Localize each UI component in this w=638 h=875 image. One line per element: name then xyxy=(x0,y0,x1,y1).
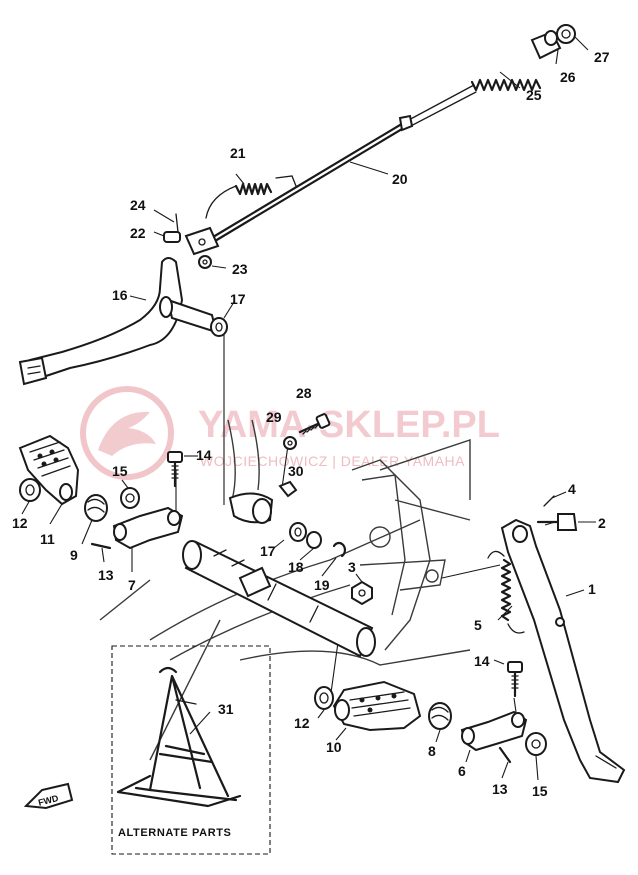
nut-29 xyxy=(283,436,297,450)
footrest-holder-7 xyxy=(112,506,184,550)
footrest-left-11 xyxy=(18,434,80,506)
spring-5 xyxy=(487,550,525,634)
spring-21 xyxy=(205,175,297,219)
watermark-brand: YAMA-SKLEP.PL xyxy=(198,404,500,446)
fwd-label: FWD xyxy=(37,793,60,808)
stand-31 xyxy=(116,666,242,808)
callout-28: 28 xyxy=(296,385,312,401)
callout-19: 19 xyxy=(314,577,330,593)
callout-14-left: 14 xyxy=(196,447,212,463)
callout-26: 26 xyxy=(560,69,576,85)
footrest-holder-6 xyxy=(460,710,528,752)
brake-rod-20 xyxy=(206,84,477,246)
callout-2: 2 xyxy=(598,515,606,531)
callout-24: 24 xyxy=(130,197,146,213)
callout-15-right: 15 xyxy=(532,783,548,799)
callout-29: 29 xyxy=(266,409,282,425)
callout-16: 16 xyxy=(112,287,128,303)
bolt-2 xyxy=(536,513,578,531)
callout-18: 18 xyxy=(288,559,304,575)
alternate-parts-label: ALTERNATE PARTS xyxy=(118,827,232,839)
callout-17-bottom: 17 xyxy=(260,543,276,559)
cotter-pin-13-right xyxy=(498,746,512,764)
washer-12-right xyxy=(314,686,334,710)
rod-spring-25 xyxy=(470,78,542,92)
pin-22 xyxy=(163,231,181,243)
callout-30: 30 xyxy=(288,463,304,479)
footrest-right-10 xyxy=(332,680,422,732)
callout-6: 6 xyxy=(458,763,466,779)
callout-25: 25 xyxy=(526,87,542,103)
washer-17-bottom xyxy=(289,522,307,542)
watermark-logo-icon xyxy=(80,386,174,480)
callout-1: 1 xyxy=(588,581,596,597)
adjust-nut-rod-26 xyxy=(530,30,562,60)
nut-30 xyxy=(278,480,298,498)
callout-21: 21 xyxy=(230,145,246,161)
callout-20: 20 xyxy=(392,171,408,187)
frame-outline xyxy=(99,419,471,761)
bolt-28 xyxy=(298,413,331,435)
callout-numbers: 21 20 24 22 23 16 17 25 26 27 28 29 30 1… xyxy=(12,49,610,799)
callout-31: 31 xyxy=(218,701,234,717)
circlip-19 xyxy=(332,541,346,558)
nut-27 xyxy=(556,24,576,44)
callout-17-top: 17 xyxy=(230,291,246,307)
callout-13-left: 13 xyxy=(98,567,114,583)
alternate-parts-box: ALTERNATE PARTS xyxy=(111,645,271,855)
bolt-14-left xyxy=(167,451,183,488)
brake-pedal-16 xyxy=(18,257,218,386)
frame-bracket xyxy=(228,492,274,524)
spring-8 xyxy=(428,702,452,730)
callout-5: 5 xyxy=(474,617,482,633)
brake-arm-clevis xyxy=(184,226,220,256)
callout-23: 23 xyxy=(232,261,248,277)
fwd-arrow-icon: FWD xyxy=(23,782,74,810)
watermark: YAMA-SKLEP.PL WOJCIECHOWICZ | DEALER YAM… xyxy=(80,386,500,480)
footrest-bar xyxy=(182,540,376,658)
callout-8: 8 xyxy=(428,743,436,759)
callout-15-left: 15 xyxy=(112,463,128,479)
callout-10: 10 xyxy=(326,739,342,755)
callout-7: 7 xyxy=(128,577,136,593)
callout-leaders xyxy=(21,35,596,781)
bolt-14-right xyxy=(507,661,523,698)
sidestand-1 xyxy=(500,518,626,784)
spring-9 xyxy=(84,494,108,522)
callout-12-right: 12 xyxy=(294,715,310,731)
cotter-pin-13-left xyxy=(90,542,112,550)
callout-14-right: 14 xyxy=(474,653,490,669)
callout-4: 4 xyxy=(568,481,576,497)
callout-13-right: 13 xyxy=(492,781,508,797)
callout-22: 22 xyxy=(130,225,146,241)
nut-3 xyxy=(351,580,373,606)
washer-15-left xyxy=(120,487,140,509)
washer-17-top xyxy=(210,317,228,337)
cotter-pin-24 xyxy=(175,213,179,233)
watermark-tagline: WOJCIECHOWICZ | DEALER YAMAHA xyxy=(200,453,465,469)
washer-23 xyxy=(198,255,212,269)
washer-15-right xyxy=(525,732,547,756)
callout-11: 11 xyxy=(40,531,55,547)
callout-3: 3 xyxy=(348,559,356,575)
washer-18 xyxy=(306,531,322,549)
callout-27: 27 xyxy=(594,49,610,65)
callout-9: 9 xyxy=(70,547,78,563)
washer-12-left xyxy=(19,478,41,502)
callout-12-left: 12 xyxy=(12,515,28,531)
